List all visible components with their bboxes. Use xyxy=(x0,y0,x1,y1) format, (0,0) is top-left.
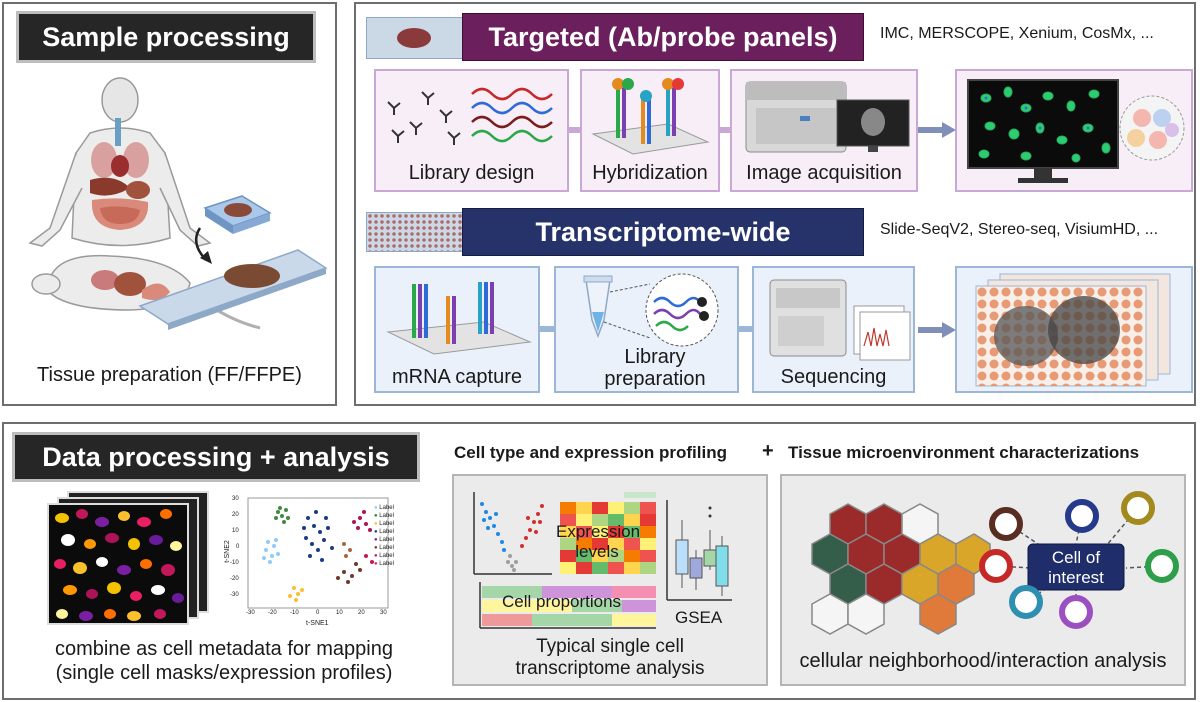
legend-item: ● Label xyxy=(374,537,394,543)
legend-item: ● Label xyxy=(374,529,394,535)
sequencing-label: Sequencing xyxy=(780,366,887,388)
tsne-y-tick: 10 xyxy=(232,528,239,534)
tsne-x-tick: 0 xyxy=(316,610,320,616)
profiling-title: Cell type and expression profiling xyxy=(454,443,727,462)
tsne-plot-area xyxy=(247,497,389,609)
tsne-y-tick: -20 xyxy=(230,576,239,582)
tsne-x-tick: -10 xyxy=(290,610,299,616)
legend-item: ● Label xyxy=(374,513,394,519)
tsne-x-tick: 30 xyxy=(380,610,387,616)
data-analysis-header: Data processing + analysis xyxy=(12,432,420,482)
library-preparation-label-line1: Library xyxy=(624,346,686,368)
profiling-caption-line1: Typical single cell xyxy=(536,636,684,657)
volcano-plot xyxy=(473,492,552,575)
cell-segmentation-monitor-icon xyxy=(967,79,1185,183)
transcriptome-slide-thumbnail xyxy=(366,212,464,252)
connector xyxy=(540,326,554,332)
tsne-y-tick: 20 xyxy=(232,512,239,518)
flow-arrow xyxy=(918,122,956,138)
cell-interaction-network-icon xyxy=(979,491,1179,629)
tissue-preparation-caption: Tissue preparation (FF/FFPE) xyxy=(37,364,302,386)
tsne-x-tick: 10 xyxy=(336,610,343,616)
cell-mask-stack-icon xyxy=(47,491,209,625)
tsne-plot: 30 20 10 0 -10 -20 -30 -30 -20 -10 0 10 … xyxy=(223,494,426,634)
tsne-x-tick: -30 xyxy=(246,610,255,616)
gsea-boxplot xyxy=(666,500,732,601)
tsne-y-label: t-SNE2 xyxy=(223,540,231,563)
sequencer-icon xyxy=(769,279,911,361)
plus-sign: + xyxy=(762,440,774,462)
cell-proportions-bars xyxy=(479,582,656,629)
hexagon-neighborhood-icon xyxy=(811,503,991,635)
step-library-design xyxy=(374,69,569,192)
targeted-title-bar: Targeted (Ab/probe panels) xyxy=(462,13,864,61)
legend-item: ● Label xyxy=(374,553,394,559)
tsne-y-tick: -30 xyxy=(230,592,239,598)
hybridization-icon xyxy=(591,78,710,155)
cell-proportions-label: Cell proportions xyxy=(502,592,622,611)
image-acquisition-label: Image acquisition xyxy=(746,162,902,184)
flow-arrow xyxy=(918,322,956,338)
library-preparation-icon xyxy=(583,273,719,347)
legend-item: ● Label xyxy=(374,505,394,511)
connector xyxy=(720,127,730,133)
profiling-caption-line2: transcriptome analysis xyxy=(515,658,705,679)
mrna-capture-icon xyxy=(386,282,532,355)
legend-item: ● Label xyxy=(374,561,394,567)
tsne-x-tick: 20 xyxy=(358,610,365,616)
tsne-y-tick: 30 xyxy=(232,496,239,502)
targeted-slide-thumbnail xyxy=(366,17,464,59)
library-design-icon xyxy=(387,87,553,145)
neighborhood-analysis-caption: cellular neighborhood/interaction analys… xyxy=(799,650,1167,672)
mrna-capture-label: mRNA capture xyxy=(391,366,523,388)
legend-item: ● Label xyxy=(374,545,394,551)
tsne-legend: ● Label ● Label ● Label ● Label ● Label … xyxy=(374,504,414,568)
hybridization-label: Hybridization xyxy=(592,162,708,184)
transcriptome-title-bar: Transcriptome-wide xyxy=(462,208,864,256)
tsne-y-tick: -10 xyxy=(230,560,239,566)
microenvironment-title: Tissue microenvironment characterization… xyxy=(788,443,1140,462)
targeted-methods-list: IMC, MERSCOPE, Xenium, CosMx, ... xyxy=(880,25,1154,42)
metadata-caption-line2: (single cell masks/expression profiles) xyxy=(55,662,393,684)
library-preparation-label-line2: preparation xyxy=(604,368,706,390)
imaging-instrument-icon xyxy=(745,81,910,153)
library-design-label: Library design xyxy=(408,162,535,184)
sample-processing-header: Sample processing xyxy=(16,11,316,63)
transcriptome-methods-list: Slide-SeqV2, Stereo-seq, VisiumHD, ... xyxy=(880,221,1159,238)
human-body-illustration xyxy=(28,77,328,330)
expression-heatmap xyxy=(560,492,656,574)
gsea-label: GSEA xyxy=(675,608,723,627)
tsne-x-tick: -20 xyxy=(268,610,277,616)
connector xyxy=(739,326,752,332)
tsne-x-label: t-SNE1 xyxy=(306,620,329,627)
legend-item: ● Label xyxy=(374,521,394,527)
tsne-y-tick: 0 xyxy=(236,544,240,550)
metadata-caption-line1: combine as cell metadata for mapping xyxy=(55,638,393,660)
connector xyxy=(569,127,580,133)
spot-grid-output-icon xyxy=(975,273,1171,387)
